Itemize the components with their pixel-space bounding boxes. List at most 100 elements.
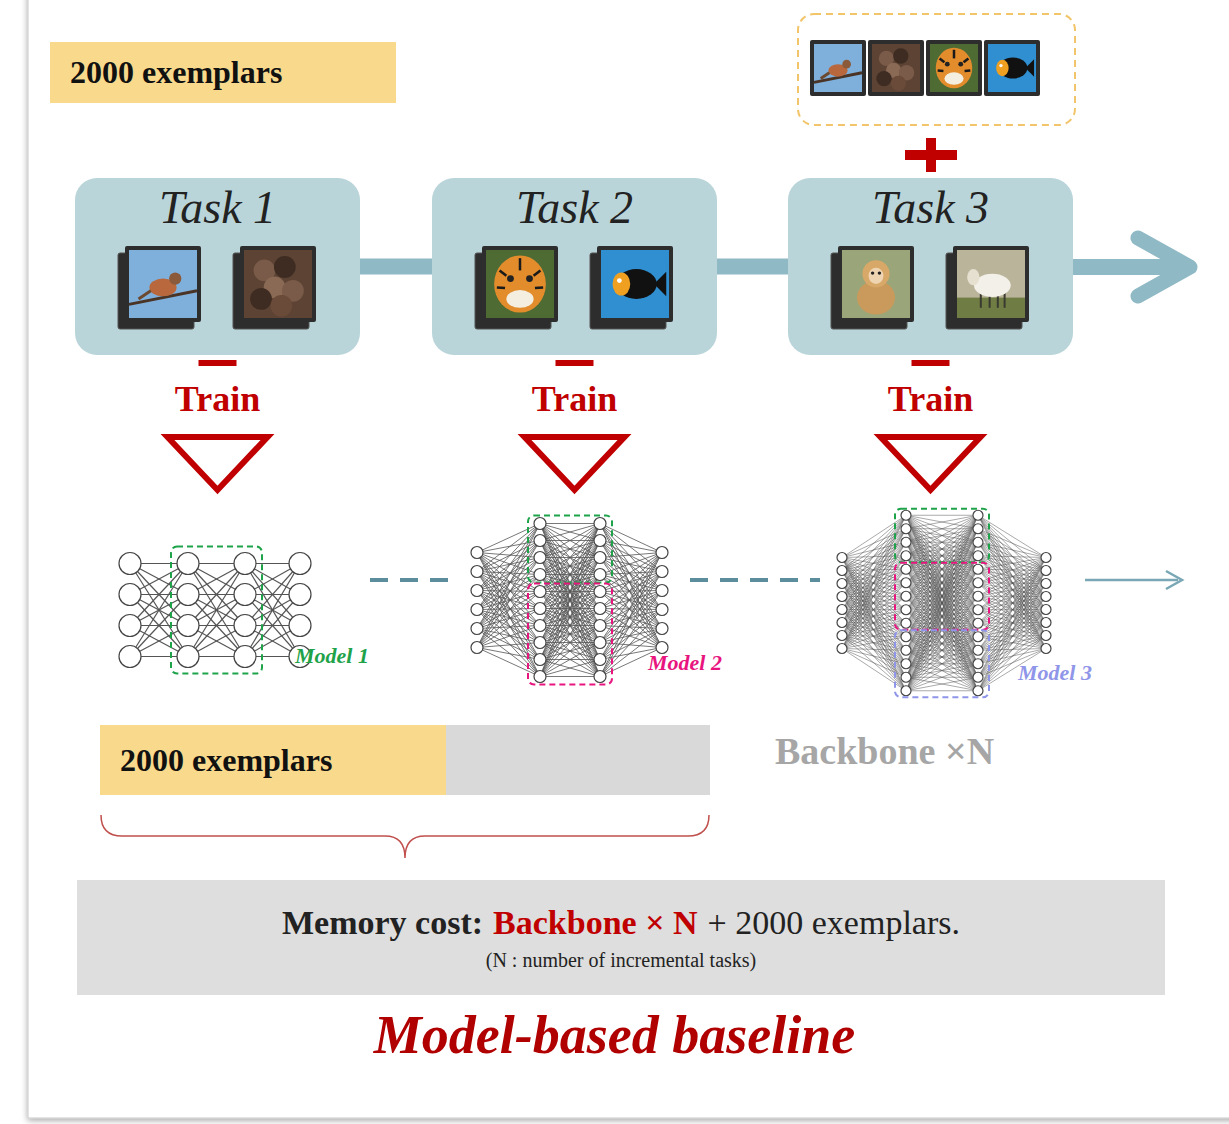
- network-links: [540, 541, 600, 677]
- network-neurons: [973, 510, 983, 520]
- network-neurons: [289, 615, 311, 637]
- network-neurons: [973, 618, 983, 628]
- network-links: [906, 515, 978, 529]
- exemplar-photo: [810, 40, 866, 96]
- network-neurons: [1041, 618, 1051, 628]
- network-links: [842, 515, 1046, 691]
- exemplar-photo: [940, 58, 945, 62]
- sample-photo: [831, 246, 914, 329]
- network-links: [540, 524, 600, 541]
- task-module-box: [528, 516, 612, 583]
- network-links: [906, 637, 978, 691]
- network-neurons: [534, 603, 546, 615]
- network-neurons: [973, 591, 983, 601]
- network-neurons: [837, 579, 847, 589]
- sample-photo: [129, 250, 197, 318]
- network-neurons: [471, 642, 483, 654]
- network-neurons: [837, 618, 847, 628]
- exemplar-photo: [810, 40, 866, 96]
- network-links: [842, 584, 906, 651]
- network-links: [540, 524, 600, 677]
- network-neurons: [1041, 631, 1051, 641]
- exemplar-photo: [953, 50, 956, 59]
- network-neurons: [534, 637, 546, 649]
- network-links: [477, 575, 540, 629]
- network-links: [540, 541, 600, 677]
- network-neurons: [973, 686, 983, 696]
- network-neurons: [534, 586, 546, 598]
- task-box: Task 3: [788, 178, 1073, 355]
- timeline-band: [717, 259, 788, 275]
- network-neurons: [837, 566, 847, 576]
- exemplar-photo: [872, 44, 920, 92]
- network-links: [842, 637, 906, 649]
- model-arrow: [1085, 579, 1178, 582]
- network-links: [540, 626, 600, 677]
- network-neurons: [594, 620, 606, 632]
- sample-photo: [946, 246, 1029, 329]
- network-neurons: [289, 584, 311, 606]
- network-links: [906, 610, 978, 691]
- network-neurons: [973, 645, 983, 655]
- text-row: Model 1: [295, 643, 369, 668]
- network-neurons: [901, 632, 911, 642]
- network-links: [842, 529, 906, 649]
- text-row: Task 1: [159, 182, 276, 235]
- train-arrow: [168, 363, 268, 490]
- network-links: [540, 592, 600, 677]
- model-label: Model 3: [1018, 660, 1092, 685]
- network-neurons: [177, 615, 199, 637]
- network-links: [906, 515, 978, 596]
- network-neurons: [594, 654, 606, 666]
- text-row: Memory cost:Backbone × N+ 2000 exemplars…: [282, 903, 960, 942]
- network-neurons: [973, 659, 983, 669]
- network-neurons: [471, 547, 483, 559]
- network-neurons: [119, 646, 141, 668]
- network-neurons: [471, 585, 483, 597]
- timeline-arrow: [1073, 238, 1190, 296]
- network-neurons: [289, 553, 311, 575]
- exemplar-photo: [944, 72, 963, 84]
- task-module-box: [895, 630, 989, 697]
- network-links: [906, 623, 978, 691]
- exemplar-tag: 2000 exemplars: [50, 42, 396, 103]
- network-links: [842, 583, 906, 649]
- figure-caption: Model-based baseline: [0, 1003, 1229, 1068]
- box-text: (N : number of incremental tasks): [486, 949, 756, 972]
- network-neurons: [973, 537, 983, 547]
- network-links: [906, 515, 978, 664]
- network-links: [130, 564, 188, 657]
- sample-photo: [967, 269, 979, 285]
- network-neurons: [594, 637, 606, 649]
- network-links: [906, 583, 978, 691]
- sample-photo: [233, 246, 316, 329]
- network-neurons: [177, 584, 199, 606]
- network-links: [477, 558, 540, 572]
- network-links: [906, 515, 978, 529]
- network-links: [842, 649, 906, 691]
- sample-photo: [842, 250, 910, 318]
- network-neurons: [119, 553, 141, 575]
- network-links: [906, 637, 978, 691]
- network-links: [842, 610, 906, 649]
- network-links: [906, 515, 978, 542]
- network-links: [477, 629, 540, 677]
- network-neurons: [656, 623, 668, 635]
- sample-photo: [878, 271, 881, 274]
- sample-photo: [601, 250, 669, 318]
- network-neurons: [901, 537, 911, 547]
- network-neurons: [534, 654, 546, 666]
- dashed-link: [690, 578, 820, 582]
- network-links: [906, 515, 978, 596]
- network-links: [540, 676, 600, 677]
- curly-brace: [101, 815, 709, 858]
- exemplar-photo: [984, 40, 1040, 96]
- network-links: [842, 569, 906, 648]
- sample-photo: [590, 246, 673, 329]
- network-links: [477, 524, 662, 677]
- network-links: [477, 558, 540, 648]
- network-links: [600, 541, 662, 648]
- network-links: [906, 596, 978, 691]
- exemplar-photo: [842, 60, 851, 69]
- network-neurons: [119, 553, 311, 668]
